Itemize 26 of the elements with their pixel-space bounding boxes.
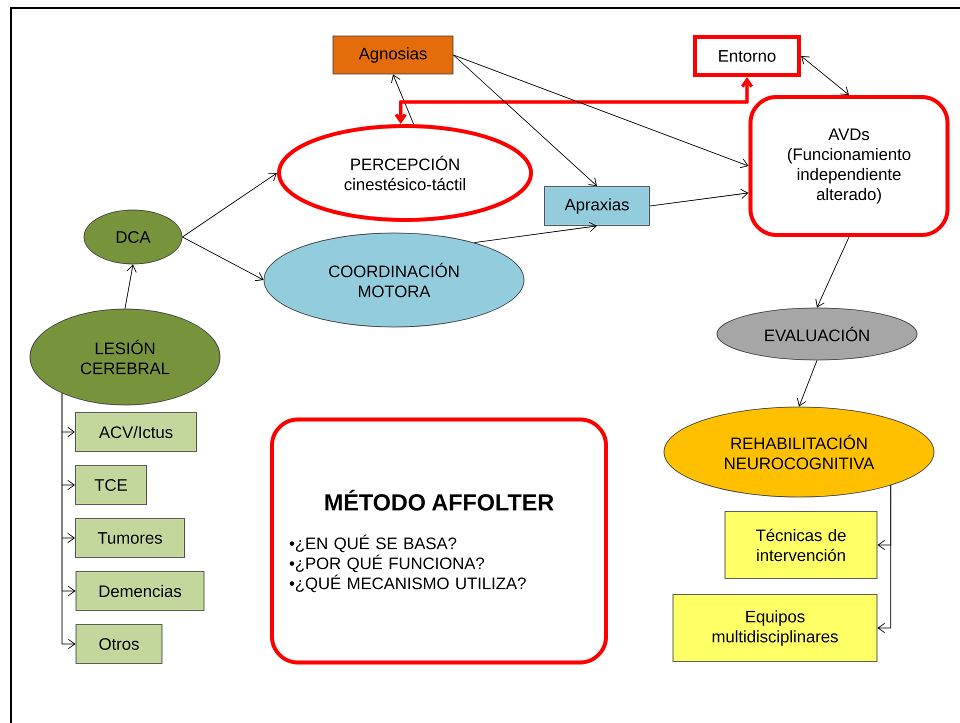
arrow xyxy=(391,74,414,124)
method-box: MÉTODO AFFOLTER •¿EN QUÉ SE BASA? •¿POR QUÉ FUNCIONA? •¿QUÉ MECANISMO UTILIZA? xyxy=(270,418,608,664)
process-box: AVDs (Funcionamiento independiente alterado) xyxy=(748,95,950,237)
category-box: ACV/Ictus xyxy=(75,412,197,452)
category-box: TCE xyxy=(75,465,147,505)
arrow xyxy=(796,360,818,407)
arrow xyxy=(801,56,849,95)
arrow xyxy=(877,484,892,634)
arrow xyxy=(474,222,597,244)
arrow xyxy=(453,54,598,186)
arrow xyxy=(62,392,76,650)
category-box: Demencias xyxy=(76,571,204,611)
arrow xyxy=(650,188,748,206)
process-box: Apraxias xyxy=(544,186,650,226)
process-box: Agnosias xyxy=(332,36,454,74)
process-box: Técnicas de intervención xyxy=(724,511,878,579)
arrow xyxy=(182,236,264,282)
process-box: Equipos multidisciplinares xyxy=(672,594,878,662)
arrow xyxy=(453,54,748,168)
arrow xyxy=(394,77,754,124)
arrow xyxy=(124,264,137,309)
arrow xyxy=(182,172,277,238)
category-box: Tumores xyxy=(75,518,185,558)
category-box: Otros xyxy=(76,624,162,664)
process-box: Entorno xyxy=(693,35,801,77)
arrow xyxy=(815,236,850,308)
